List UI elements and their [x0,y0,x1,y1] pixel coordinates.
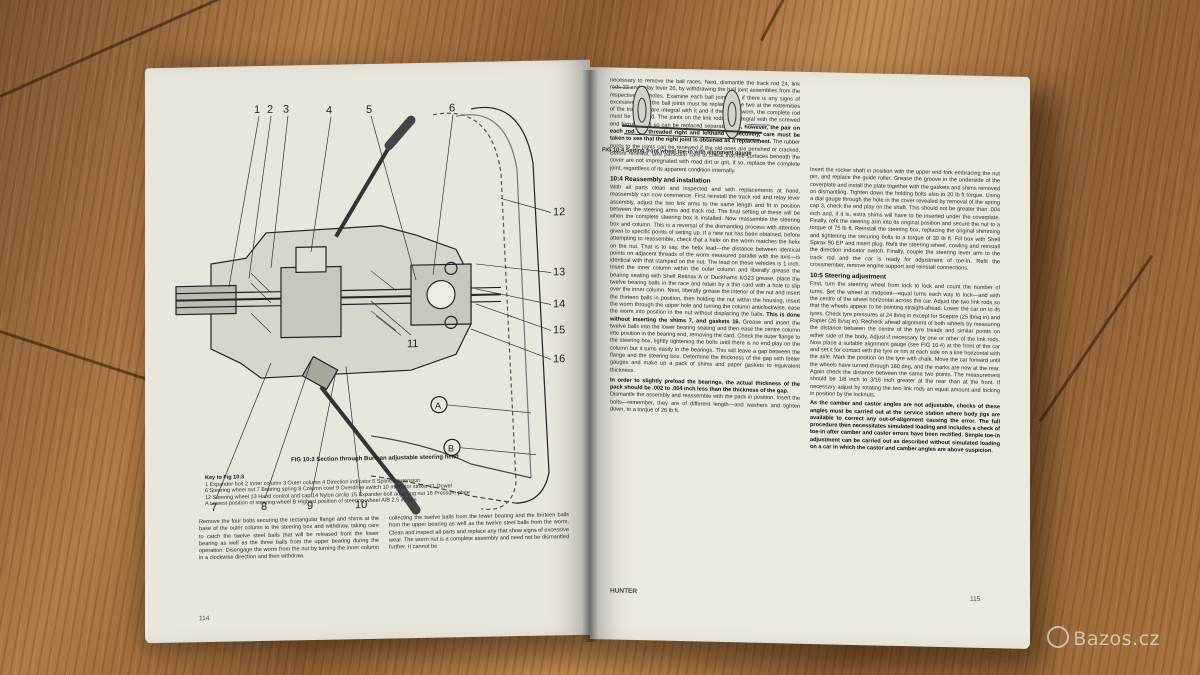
book-gutter [582,70,598,642]
page-number-left: 114 [199,615,210,623]
figure-label: 4 [326,105,332,117]
right-page: necessary to remove the ball races. Next… [590,67,1030,649]
left-page: 1 2 3 4 5 6 12 13 14 15 16 11 A B 7 8 9 … [145,59,590,644]
figure-label: 3 [283,104,289,116]
figure-label: B [448,443,454,453]
figure-label: 12 [553,206,565,218]
page-number-right: 115 [970,595,981,603]
bold-paragraph: As the camber and castor angles are not … [810,400,1000,455]
paragraph: With all parts clean and inspected and w… [610,184,800,319]
paragraph: Dismantle the assembly and reassemble wi… [610,391,800,415]
right-column-2: Insert the rocker shaft in position with… [810,167,1000,601]
alignment-gauge-figure [612,85,770,141]
figure-label: 6 [449,102,455,114]
figure-label: 16 [553,353,565,365]
figure-label: 14 [553,298,565,310]
floor-board-seam [1038,254,1154,423]
figure-label: 1 [254,104,260,116]
figure-label: 8 [261,501,267,513]
figure-label: 11 [407,338,418,350]
steering-head-section-figure: 1 2 3 4 5 6 12 13 14 15 16 11 A B 7 8 9 … [175,102,565,515]
figure-label: A [435,401,441,411]
figure-key: Key to Fig 10:3 1 Expander bolt 2 Inner … [205,469,525,508]
figure-label: 15 [553,324,565,336]
figure-label: 5 [366,104,372,116]
floor-board-seam [760,0,932,42]
left-column-2-text: collecting the twelve balls from the low… [389,512,569,551]
figure-label: 9 [307,500,313,512]
figure-label: 7 [211,502,217,514]
running-footer-title: HUNTER [610,587,638,596]
figure-label: 13 [553,266,565,278]
figure-label: 2 [267,104,273,116]
watermark-text: Bazos.cz [1073,628,1160,650]
paragraph: Insert the rocker shaft in position with… [810,167,1000,272]
paragraph: Grease and insert the twelve balls into … [610,318,800,374]
watermark: Bazos.cz [1047,626,1160,650]
figure-label: 10 [355,499,367,511]
left-column-1-text: Remove the four bolts securing the recta… [199,515,379,562]
paragraph: First, turn the steering wheel from lock… [810,281,1000,399]
watermark-logo-icon [1047,626,1070,648]
